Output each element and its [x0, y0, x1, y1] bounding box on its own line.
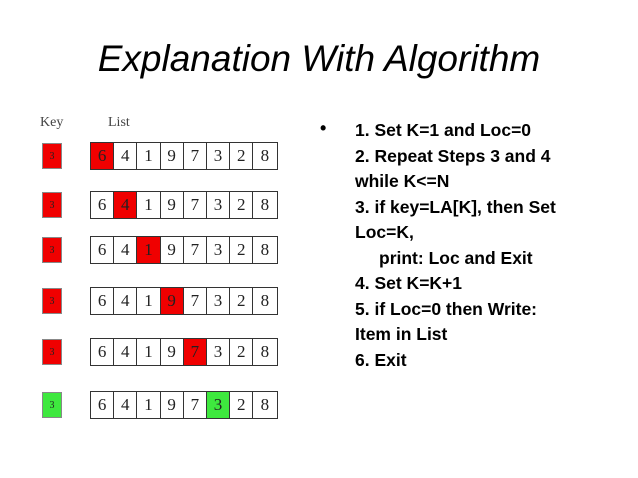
key-box: 3 [42, 392, 62, 418]
list-cell: 2 [230, 192, 254, 218]
list-cell: 1 [137, 237, 161, 263]
algorithm-line: while K<=N [355, 171, 450, 191]
list-cell: 1 [137, 288, 161, 314]
list-cell: 7 [183, 339, 207, 365]
list-cell: 6 [91, 288, 115, 314]
algorithm-line: print: Loc and Exit [379, 247, 533, 268]
list-cell: 6 [91, 339, 115, 365]
list-cell: 9 [161, 237, 184, 263]
list-cell: 3 [207, 192, 231, 218]
list-cell: 3 [207, 237, 231, 263]
list-cell: 8 [260, 240, 270, 259]
list-cell: 2 [230, 143, 254, 169]
list-cell: 7 [184, 392, 207, 418]
list-cell: 8 [260, 291, 270, 310]
list-cell: 1 [137, 339, 161, 365]
slide-title: Explanation With Algorithm [97, 38, 541, 79]
list-cell: 9 [161, 392, 184, 418]
list-cell: 9 [160, 288, 184, 314]
list-cell: 4 [114, 392, 138, 418]
algorithm-line: 2. Repeat Steps 3 and 4 [355, 145, 551, 166]
list-cell: 1 [137, 392, 161, 418]
list-cell: 1 [137, 192, 161, 218]
list-cell: 8 [260, 395, 270, 414]
list-cell: 7 [184, 192, 207, 218]
algorithm-lines: 1. Set K=1 and Loc=0 2. Repeat Steps 3 an… [355, 118, 635, 373]
list-cell: 6 [91, 392, 115, 418]
algorithm-line: Loc=K, [355, 222, 414, 242]
list-column-header: List [108, 115, 130, 130]
list-cell: 3 [206, 392, 231, 418]
key-column-header: Key [40, 115, 64, 130]
list-cell: 6 [91, 143, 115, 169]
key-box: 3 [42, 339, 62, 365]
list-cell: 7 [184, 143, 207, 169]
key-box: 3 [42, 143, 62, 169]
list-cell: 6 [91, 192, 115, 218]
list-cell: 6 [91, 237, 115, 263]
key-box: 3 [42, 192, 62, 218]
list-cell: 3 [207, 339, 231, 365]
list-cell: 4 [114, 237, 138, 263]
list-cell: 4 [114, 192, 138, 218]
list-cell: 9 [161, 143, 184, 169]
algorithm-line: 6. Exit [355, 349, 407, 370]
list-cell: 4 [114, 288, 138, 314]
list-cell: 9 [161, 192, 184, 218]
algorithm-line: Item in List [355, 324, 448, 344]
key-box: 3 [42, 288, 62, 314]
list-cell: 8 [260, 146, 270, 165]
key-box: 3 [42, 237, 62, 263]
list-cell: 2 [230, 237, 254, 263]
list-cell: 3 [207, 288, 231, 314]
algorithm-line: 3. if key=LA[K], then Set [355, 196, 556, 217]
algorithm-line: 4. Set K=K+1 [355, 273, 462, 293]
list-cell: 8 [260, 195, 270, 214]
list-cell: 4 [114, 143, 138, 169]
bullet: • [320, 118, 327, 138]
algorithm-line: 1. Set K=1 and Loc=0 [355, 120, 532, 140]
list-cell: 2 [230, 288, 254, 314]
list-cell: 2 [230, 339, 254, 365]
algorithm-line: 5. if Loc=0 then Write: [355, 298, 537, 319]
list-cell: 2 [230, 392, 254, 418]
list-cell: 1 [137, 143, 161, 169]
list-cell: 8 [260, 342, 270, 361]
list-cell: 4 [114, 339, 138, 365]
list-cell: 7 [184, 237, 207, 263]
list-cell: 3 [207, 143, 231, 169]
list-cell: 7 [184, 288, 207, 314]
list-cell: 9 [161, 339, 184, 365]
